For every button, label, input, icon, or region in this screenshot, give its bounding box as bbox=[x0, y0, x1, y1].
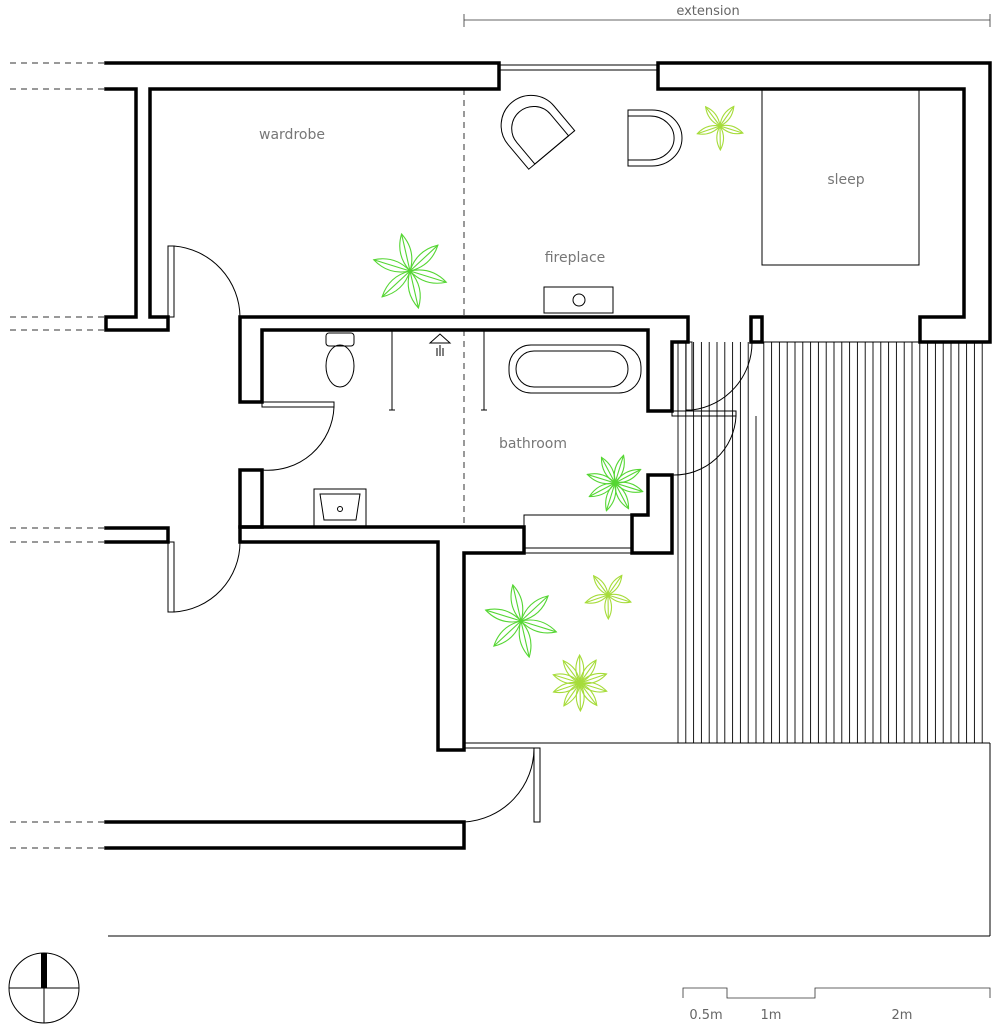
plants bbox=[372, 105, 745, 713]
windows bbox=[464, 64, 990, 749]
walls bbox=[104, 61, 992, 850]
armchair-icon bbox=[500, 94, 576, 170]
wall-top-left bbox=[104, 61, 501, 332]
wall-bottom bbox=[104, 820, 466, 850]
armchair-icon bbox=[627, 109, 683, 167]
scale-label-0-5m: 0.5m bbox=[689, 1008, 722, 1023]
door-bathroom bbox=[261, 401, 335, 408]
wall-bathroom-bottom bbox=[104, 525, 526, 752]
plant-icon bbox=[696, 105, 745, 152]
door-bathroom-deck bbox=[671, 410, 737, 417]
door-garden bbox=[533, 747, 541, 823]
room-label-fireplace: fireplace bbox=[545, 250, 606, 266]
doors bbox=[167, 245, 753, 823]
room-label-bathroom: bathroom bbox=[499, 436, 567, 452]
room-label-wardrobe: wardrobe bbox=[259, 127, 325, 143]
bathtub-icon bbox=[508, 344, 642, 394]
plant-icon bbox=[586, 454, 644, 512]
fireplace bbox=[543, 286, 614, 314]
plant-icon bbox=[552, 653, 608, 713]
extension-dimension: extension bbox=[463, 4, 991, 27]
door-wardrobe bbox=[167, 245, 175, 318]
plant-icon bbox=[372, 232, 448, 310]
extension-label: extension bbox=[676, 4, 739, 19]
toilet-icon bbox=[325, 332, 355, 388]
wall-post bbox=[749, 315, 764, 344]
wall-top-right bbox=[656, 61, 992, 344]
sink-icon bbox=[313, 488, 367, 528]
wall-bathroom-top bbox=[238, 315, 690, 413]
existing-wall-dashes bbox=[10, 62, 106, 849]
wall-bathroom-left-lower bbox=[238, 468, 264, 529]
plant-icon bbox=[484, 583, 558, 659]
plant-icon bbox=[584, 574, 633, 621]
compass-icon bbox=[8, 952, 80, 1024]
wall-bathroom-right-lower bbox=[630, 473, 674, 555]
bed bbox=[761, 88, 920, 266]
deck-boards bbox=[677, 342, 983, 743]
scale-bar: 0.5m 1m 2m bbox=[682, 987, 991, 1023]
door-deck-upper bbox=[685, 341, 693, 411]
scale-label-1m: 1m bbox=[761, 1008, 782, 1023]
door-entrance bbox=[167, 541, 175, 613]
scale-label-2m: 2m bbox=[892, 1008, 913, 1023]
room-label-sleep: sleep bbox=[827, 172, 864, 188]
shower-icon bbox=[428, 333, 452, 356]
